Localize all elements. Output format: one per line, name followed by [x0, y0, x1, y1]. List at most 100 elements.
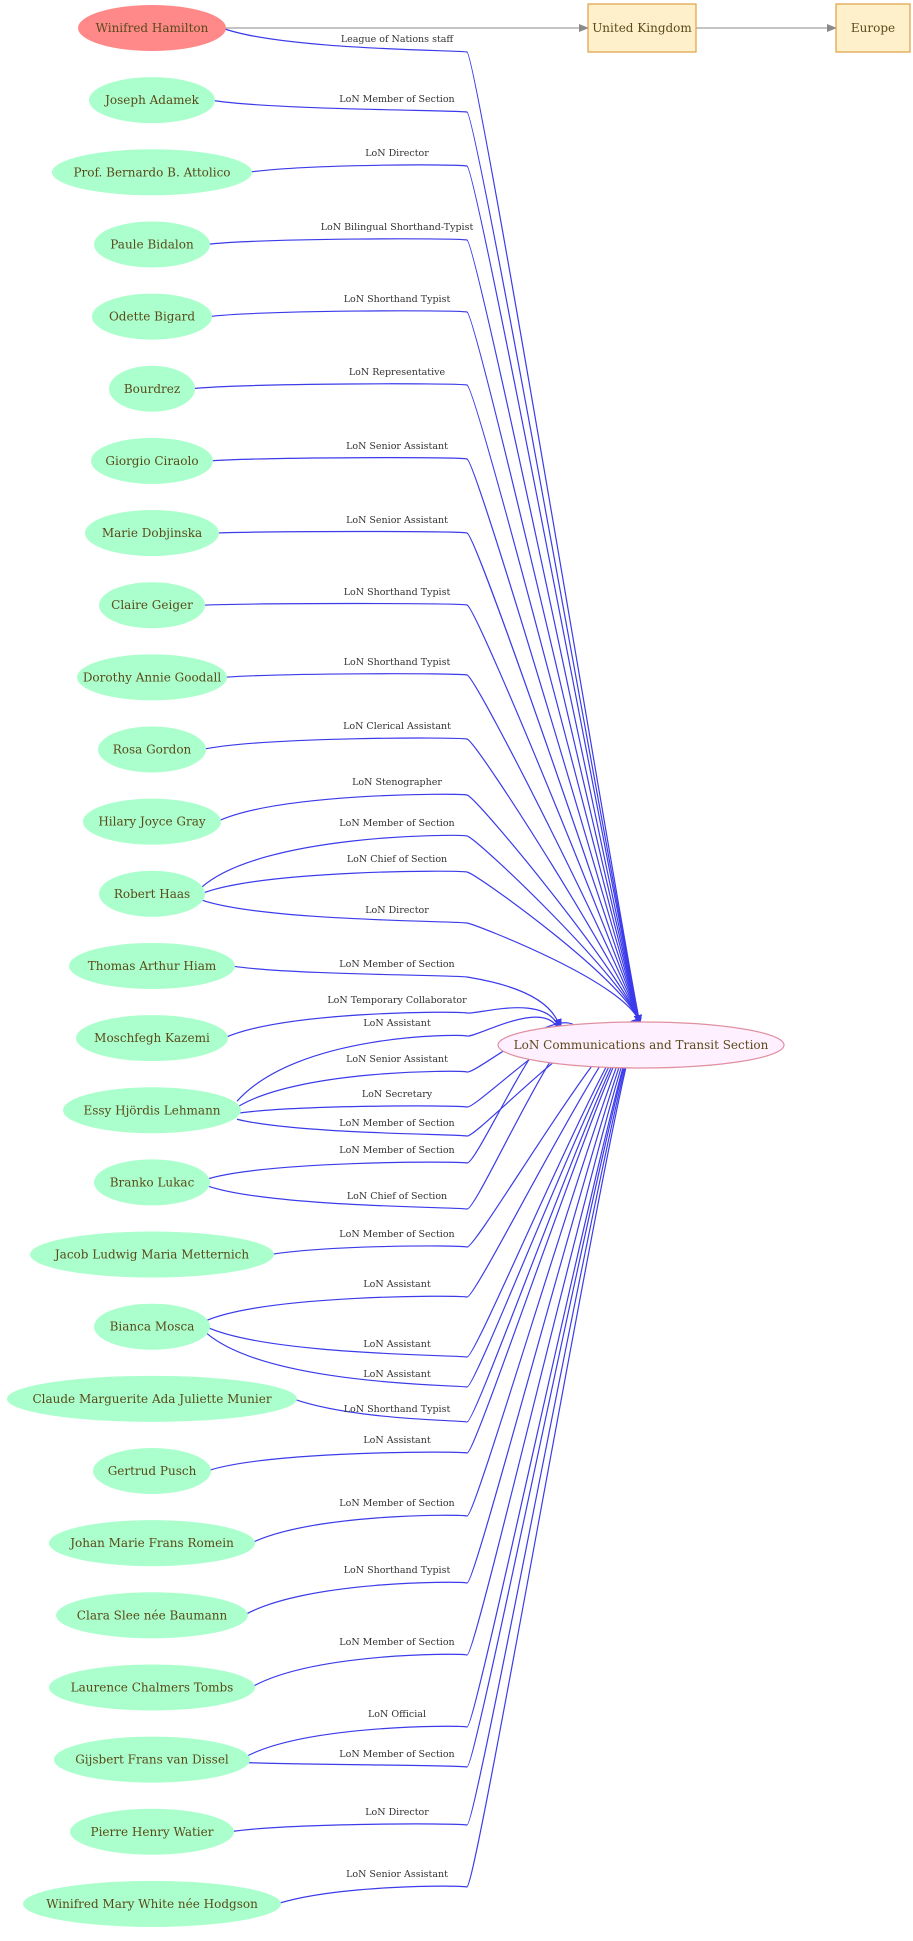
person-node-label: Claire Geiger: [111, 598, 193, 612]
person-node-shape: [23, 1880, 281, 1927]
person-node-label: Gertrud Pusch: [108, 1464, 197, 1478]
person-node-label: Bourdrez: [124, 382, 180, 396]
edge-label: LoN Secretary: [362, 1089, 433, 1100]
person-node[interactable]: Prof. Bernardo B. Attolico: [52, 149, 252, 196]
edge-8-1: [214, 530, 642, 1025]
edge-label: LoN Shorthand Typist: [344, 1565, 451, 1576]
edge-1-1: [221, 27, 642, 1025]
person-node-shape: [93, 1448, 211, 1494]
person-node[interactable]: Pierre Henry Watier: [70, 1808, 234, 1855]
person-node[interactable]: Claude Marguerite Ada Juliette Munier: [7, 1375, 297, 1422]
edge-27-1: [276, 1014, 642, 1905]
person-node-shape: [98, 726, 206, 773]
person-node[interactable]: Robert Haas: [99, 870, 205, 917]
person-node[interactable]: Joseph Adamek: [89, 77, 215, 124]
person-node-label: Winifred Mary White née Hodgson: [46, 1897, 258, 1911]
edge-label: LoN Member of Section: [339, 1229, 454, 1240]
person-node[interactable]: Hilary Joyce Gray: [83, 798, 221, 845]
person-node[interactable]: Winifred Mary White née Hodgson: [23, 1880, 281, 1927]
person-node-label: Winifred Hamilton: [96, 21, 209, 35]
person-node[interactable]: Gertrud Pusch: [93, 1448, 211, 1494]
edge-16-1: [236, 1016, 562, 1102]
person-node[interactable]: Winifred Hamilton: [78, 5, 226, 51]
person-node-shape: [78, 5, 226, 51]
edge-label: LoN Assistant: [363, 1339, 430, 1350]
edge-2-1: [210, 99, 642, 1025]
person-node[interactable]: Jacob Ludwig Maria Metternich: [30, 1231, 274, 1278]
edge-13-1: [200, 834, 642, 1025]
edge-15-1: [223, 1007, 562, 1039]
person-node-label: Pierre Henry Watier: [91, 1825, 214, 1839]
person-node-shape: [99, 582, 205, 629]
place-node[interactable]: United Kingdom: [587, 3, 697, 53]
person-node-label: Bianca Mosca: [110, 1320, 195, 1334]
place-node-label: United Kingdom: [592, 21, 692, 35]
person-node-label: Dorothy Annie Goodall: [83, 670, 222, 684]
person-node-shape: [69, 942, 235, 989]
edge-label: LoN Member of Section: [339, 818, 454, 829]
person-node[interactable]: Giorgio Ciraolo: [91, 437, 213, 484]
person-node[interactable]: Branko Lukac: [94, 1159, 210, 1206]
edge-label: LoN Chief of Section: [347, 1191, 447, 1202]
edge-14-1: [230, 965, 562, 1029]
person-node[interactable]: Gijsbert Frans van Dissel: [54, 1736, 250, 1783]
person-node-shape: [91, 437, 213, 484]
edge-label: LoN Senior Assistant: [346, 1869, 448, 1880]
person-node-shape: [76, 1015, 228, 1062]
target-node-label: LoN Communications and Transit Section: [514, 1038, 769, 1052]
edge-label: LoN Shorthand Typist: [344, 587, 451, 598]
edge-label: LoN Director: [365, 148, 429, 159]
person-node[interactable]: Odette Bigard: [92, 293, 212, 340]
person-node-shape: [94, 1159, 210, 1206]
person-node-shape: [83, 798, 221, 845]
person-node[interactable]: Essy Hjördis Lehmann: [63, 1087, 241, 1134]
person-node[interactable]: Bourdrez: [109, 365, 195, 412]
person-node-label: Paule Bidalon: [110, 237, 194, 251]
edge-25-2: [245, 1014, 642, 1768]
place-node[interactable]: Europe: [835, 3, 911, 53]
edge-19-3: [205, 1014, 642, 1388]
person-node-shape: [99, 870, 205, 917]
edge-label: LoN Clerical Assistant: [343, 721, 451, 732]
person-node[interactable]: Dorothy Annie Goodall: [77, 654, 227, 701]
person-node[interactable]: Thomas Arthur Hiam: [69, 942, 235, 989]
person-node-shape: [56, 1592, 248, 1639]
edge-label: LoN Senior Assistant: [346, 441, 448, 452]
person-node[interactable]: Johan Marie Frans Romein: [49, 1520, 255, 1567]
edge-13-3: [200, 899, 642, 1025]
person-node[interactable]: Marie Dobjinska: [85, 510, 219, 557]
edge-19-2: [205, 1014, 642, 1358]
person-node[interactable]: Paule Bidalon: [94, 221, 210, 268]
edge-5-1: [207, 310, 642, 1025]
edge-label: LoN Assistant: [363, 1435, 430, 1446]
edge-24-1: [250, 1014, 642, 1688]
target-node[interactable]: LoN Communications and Transit Section: [497, 1021, 785, 1069]
edge-label: LoN Official: [368, 1709, 426, 1720]
person-node-shape: [70, 1808, 234, 1855]
person-node-shape: [92, 293, 212, 340]
edge-3-1: [247, 164, 642, 1025]
place-node-label: Europe: [851, 21, 895, 35]
person-node-label: Laurence Chalmers Tombs: [71, 1680, 234, 1694]
person-node[interactable]: Claire Geiger: [99, 582, 205, 629]
edge-6-1: [190, 383, 642, 1025]
person-node[interactable]: Rosa Gordon: [98, 726, 206, 773]
person-node-shape: [49, 1520, 255, 1567]
edge-12-1: [216, 793, 642, 1025]
person-node[interactable]: Bianca Mosca: [94, 1303, 210, 1350]
edge-label: LoN Temporary Collaborator: [327, 995, 467, 1006]
target-node-shape: [497, 1021, 785, 1069]
edge-label: LoN Member of Section: [339, 1637, 454, 1648]
edge-13-2: [200, 870, 642, 1025]
edge-label: LoN Senior Assistant: [346, 1054, 448, 1065]
person-node-label: Robert Haas: [114, 887, 190, 901]
edge-4-1: [205, 238, 642, 1025]
person-node[interactable]: Laurence Chalmers Tombs: [49, 1664, 255, 1711]
edge-16-2: [236, 1022, 582, 1108]
person-node[interactable]: Clara Slee née Baumann: [56, 1592, 248, 1639]
person-node-shape: [30, 1231, 274, 1278]
person-node[interactable]: Moschfegh Kazemi: [76, 1015, 228, 1062]
edge-20-1: [292, 1014, 642, 1423]
